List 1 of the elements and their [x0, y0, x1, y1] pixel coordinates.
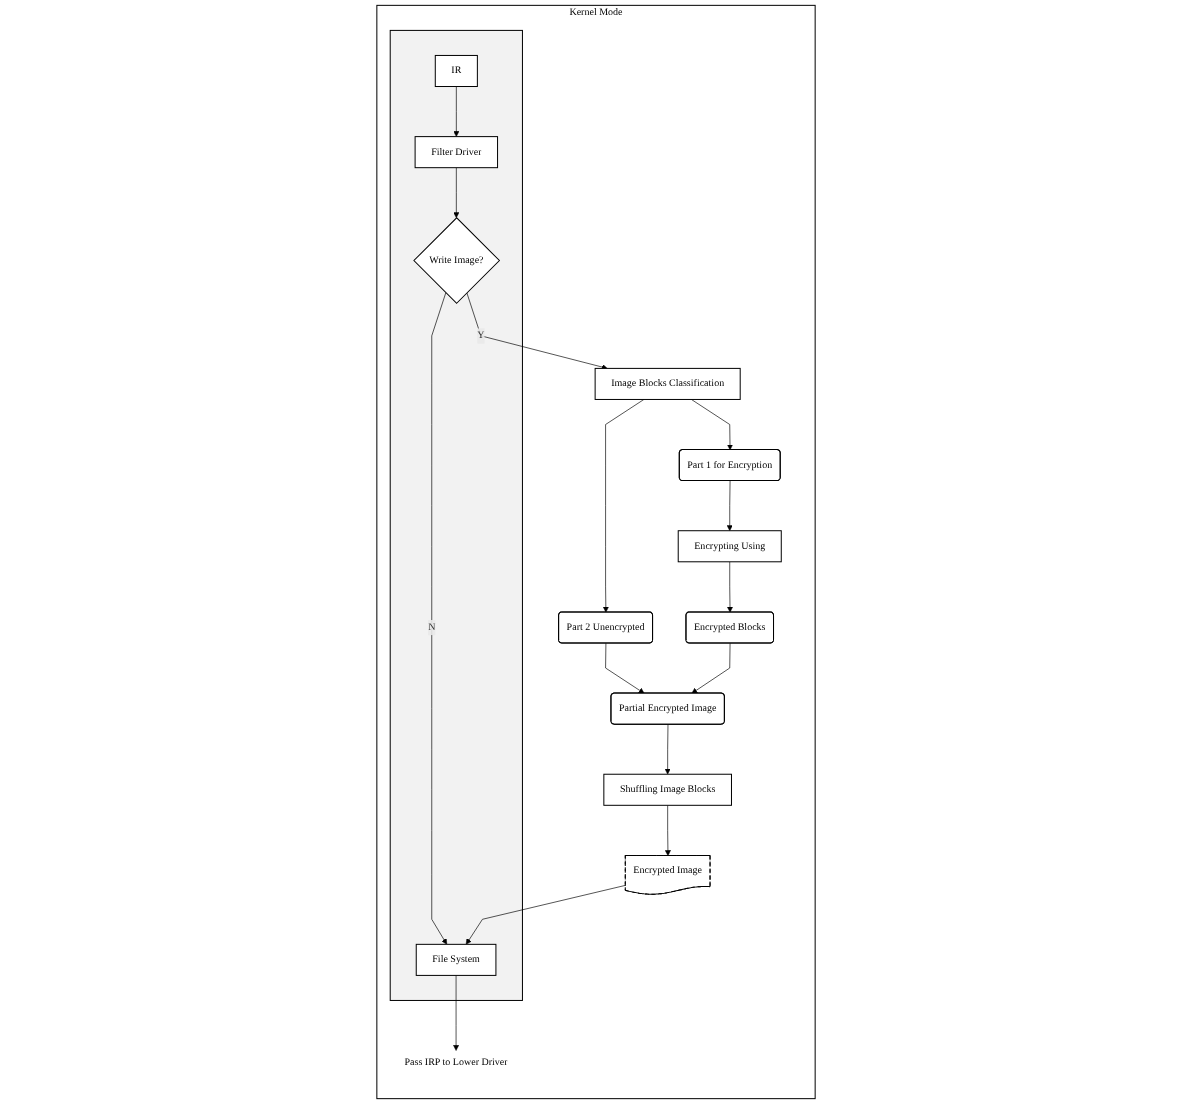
cluster: [389, 29, 523, 1001]
